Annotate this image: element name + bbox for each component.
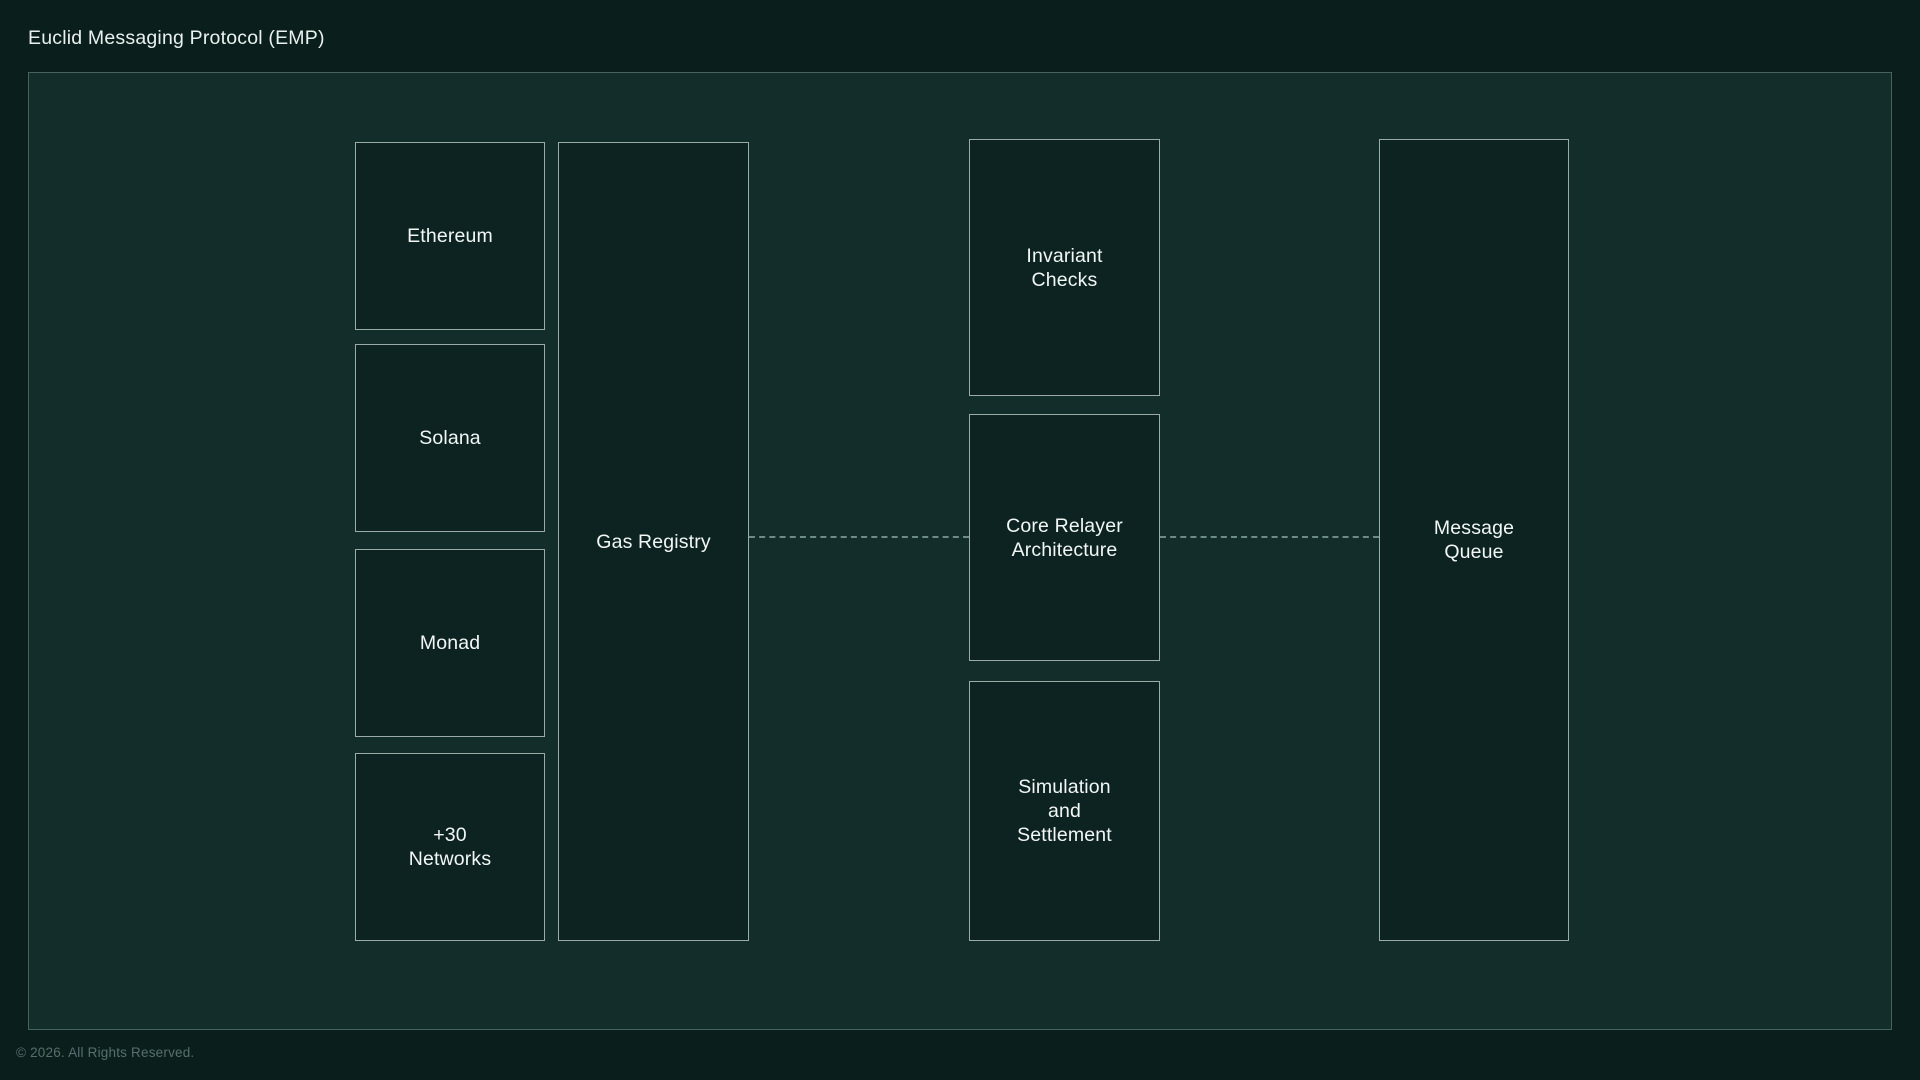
node-additional-networks[interactable]: +30 Networks bbox=[355, 753, 545, 941]
node-message-queue[interactable]: Message Queue bbox=[1379, 139, 1569, 941]
node-core-relayer-architecture[interactable]: Core Relayer Architecture bbox=[969, 414, 1160, 661]
node-simulation-and-settlement[interactable]: Simulation and Settlement bbox=[969, 681, 1160, 941]
node-monad-label: Monad bbox=[419, 632, 481, 654]
node-simulation-and-settlement-label: Simulation and Settlement bbox=[1017, 776, 1112, 846]
node-gas-registry-label: Gas Registry bbox=[596, 530, 711, 553]
node-solana-label: Solana bbox=[419, 427, 481, 449]
node-monad[interactable]: Monad bbox=[355, 549, 545, 737]
connector-core-relayer-to-message-queue bbox=[1160, 536, 1379, 538]
node-invariant-checks[interactable]: Invariant Checks bbox=[969, 139, 1160, 396]
connector-gas-registry-to-core-relayer bbox=[749, 536, 969, 538]
node-ethereum[interactable]: Ethereum bbox=[355, 142, 545, 330]
page-title: Euclid Messaging Protocol (EMP) bbox=[28, 27, 325, 49]
node-core-relayer-architecture-label: Core Relayer Architecture bbox=[1006, 514, 1123, 561]
footer-copyright: © 2026. All Rights Reserved. bbox=[16, 1045, 195, 1060]
node-gas-registry[interactable]: Gas Registry bbox=[558, 142, 749, 941]
node-message-queue-label: Message Queue bbox=[1433, 517, 1515, 563]
node-solana[interactable]: Solana bbox=[355, 344, 545, 532]
node-ethereum-label: Ethereum bbox=[407, 225, 493, 247]
diagram-canvas: Ethereum Solana Monad +30 Networks Gas R… bbox=[28, 72, 1892, 1030]
node-additional-networks-label: +30 Networks bbox=[408, 824, 492, 870]
node-invariant-checks-label: Invariant Checks bbox=[1026, 244, 1103, 291]
